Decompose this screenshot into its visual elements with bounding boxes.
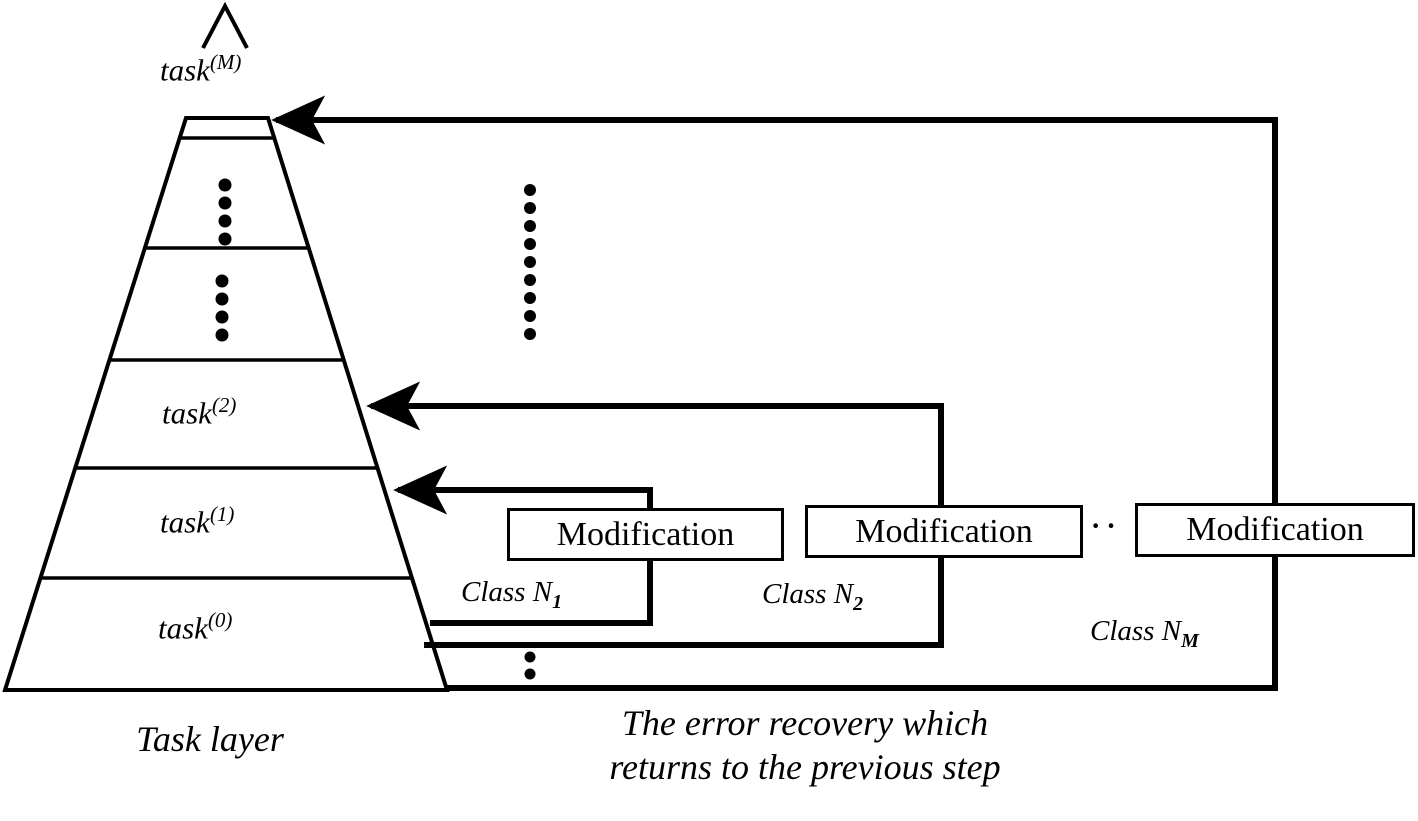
- pyramid-label-task-2: task(2): [162, 393, 236, 431]
- recovery-path-class-m: [271, 95, 1278, 691]
- task-1-superscript: (1): [209, 502, 235, 526]
- task-2-name: task: [162, 395, 212, 431]
- class-label-2-prefix: Class N: [762, 578, 854, 610]
- modification-box-3-label: Modification: [1186, 511, 1364, 548]
- error-recovery-caption-line-1: The error recovery which: [621, 703, 989, 743]
- pyramid-lower-ellipsis-icon: [215, 274, 229, 342]
- pyramid-level-dividers: [41, 136, 412, 580]
- class-label-2-subscript: 2: [853, 592, 864, 615]
- task-m-name: task: [160, 52, 210, 88]
- modification-boxes-ellipsis-icon: ··: [1089, 503, 1120, 548]
- class-label-1-prefix: Class N: [461, 576, 553, 608]
- class-label-1-subscript: 1: [552, 590, 563, 613]
- error-recovery-caption: The error recovery which returns to the …: [470, 702, 1140, 790]
- pyramid-label-task-0: task(0): [158, 608, 232, 646]
- modification-box-3[interactable]: Modification: [1135, 503, 1415, 557]
- modification-box-1-label: Modification: [556, 515, 735, 553]
- middle-vertical-ellipsis-icon: [524, 184, 536, 340]
- class-label-3-subscript: M: [1181, 629, 1199, 652]
- pyramid-apex-chevron: [201, 1, 249, 49]
- class-label-3: Class NM: [1090, 615, 1199, 653]
- return-line-ellipsis-icon: [524, 651, 536, 680]
- modification-box-2[interactable]: Modification: [805, 505, 1083, 558]
- task-0-superscript: (0): [207, 608, 233, 632]
- pyramid-upper-ellipsis-icon: [218, 178, 232, 246]
- class-label-3-prefix: Class N: [1090, 615, 1182, 647]
- pyramid-label-task-1: task(1): [160, 502, 234, 540]
- task-0-name: task: [158, 610, 208, 646]
- task-2-superscript: (2): [211, 393, 237, 417]
- class-label-2: Class N2: [762, 578, 863, 616]
- pyramid-label-task-m: task(M): [160, 50, 241, 88]
- class-label-1: Class N1: [461, 576, 562, 614]
- task-1-name: task: [160, 504, 210, 540]
- task-m-superscript: (M): [209, 50, 242, 74]
- error-recovery-caption-line-2: returns to the previous step: [609, 746, 1001, 787]
- modification-box-1[interactable]: Modification: [507, 508, 784, 561]
- modification-box-2-label: Modification: [855, 512, 1033, 550]
- task-layer-caption: Task layer: [136, 719, 284, 759]
